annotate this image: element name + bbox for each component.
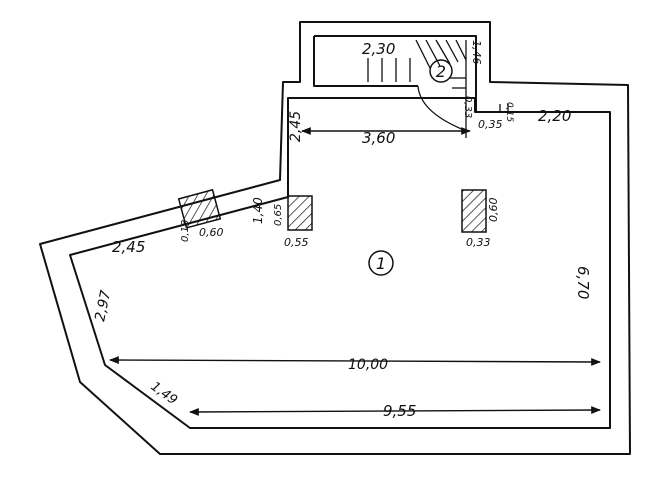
dim-label-1-46: 1,46 — [470, 40, 483, 65]
dim-label-2-97: 2,97 — [92, 289, 114, 323]
dim-label-0-60-right: 0,60 — [487, 198, 500, 223]
column-left-wall — [177, 188, 222, 229]
dim-label-2-30: 2,30 — [362, 40, 395, 58]
inner-wall — [69, 97, 611, 429]
dim-line-10-00 — [109, 356, 601, 366]
dim-label-6-70: 6,70 — [574, 266, 592, 299]
dim-label-0-33-stair: 0,33 — [462, 96, 473, 118]
dim-label-3-60: 3,60 — [362, 129, 395, 147]
dim-label-0-60-left: 0,60 — [199, 226, 224, 239]
stair-treads — [367, 39, 467, 99]
dim-label-2-45-vertical: 2,45 — [288, 111, 304, 142]
stair-curve — [417, 85, 465, 131]
column-right — [461, 189, 487, 233]
dim-label-1-49: 1,49 — [148, 379, 180, 408]
room-number-2: 2 — [436, 62, 446, 81]
room-circle-2 — [429, 59, 453, 83]
dim-label-9-55: 9,55 — [383, 402, 416, 420]
dim-label-1-40: 1,40 — [251, 197, 265, 224]
room-number-1: 1 — [376, 254, 386, 273]
dim-label-0-35: 0,35 — [478, 118, 503, 131]
wall-jog — [499, 104, 509, 112]
outer-wall — [39, 21, 631, 455]
dim-label-2-20: 2,20 — [538, 107, 571, 125]
dim-label-10-00: 10,00 — [348, 357, 388, 373]
dim-label-0-65: 0,65 — [273, 204, 284, 226]
dim-label-2-45-wall: 2,45 — [112, 238, 145, 256]
dim-label-0-33-column: 0,33 — [466, 236, 491, 249]
stair-room-wall — [313, 35, 477, 112]
room-circle-1 — [368, 250, 394, 276]
dim-label-0-15: 0,15 — [504, 102, 514, 122]
dim-line-9-55 — [189, 406, 601, 416]
dim-label-0-55: 0,55 — [284, 236, 309, 249]
column-left — [287, 195, 313, 231]
dim-label-0-18: 0,18 — [180, 220, 191, 242]
